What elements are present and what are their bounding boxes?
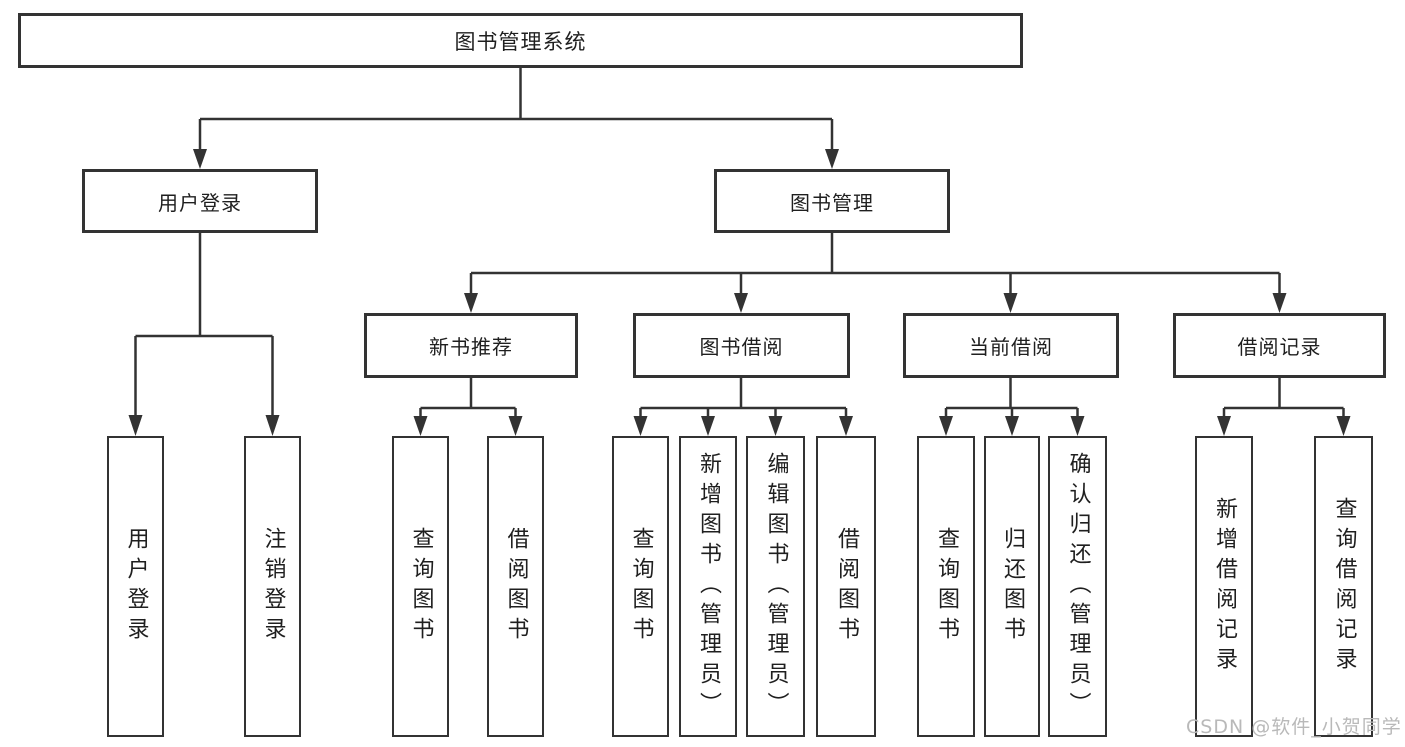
leaf-borrow-books: 借阅图书	[816, 436, 876, 737]
leaf-add-borrow-record: 新增借阅记录	[1195, 436, 1253, 737]
leaf-return-books: 归还图书	[984, 436, 1040, 737]
leaf-query-borrow-record: 查询借阅记录	[1314, 436, 1373, 737]
leaf-logout: 注销登录	[244, 436, 301, 737]
leaf-confirm-return-admin: 确认归还（管理员）	[1048, 436, 1107, 737]
node-user-login-branch: 用户登录	[82, 169, 318, 233]
node-borrow-records: 借阅记录	[1173, 313, 1386, 378]
node-book-management-branch: 图书管理	[714, 169, 950, 233]
leaf-edit-books-admin: 编辑图书（管理员）	[746, 436, 805, 737]
leaf-query-books-borrow: 查询图书	[612, 436, 669, 737]
leaf-borrow-books-recommend: 借阅图书	[487, 436, 544, 737]
node-book-borrowing: 图书借阅	[633, 313, 850, 378]
node-system-root: 图书管理系统	[18, 13, 1023, 68]
leaf-user-login: 用户登录	[107, 436, 164, 737]
csdn-watermark: CSDN @软件_小贺同学	[1186, 716, 1402, 738]
leaf-add-books-admin: 新增图书（管理员）	[679, 436, 737, 737]
leaf-query-books-recommend: 查询图书	[392, 436, 449, 737]
node-current-borrowing: 当前借阅	[903, 313, 1119, 378]
leaf-query-books-current: 查询图书	[917, 436, 975, 737]
node-new-book-recommend: 新书推荐	[364, 313, 578, 378]
